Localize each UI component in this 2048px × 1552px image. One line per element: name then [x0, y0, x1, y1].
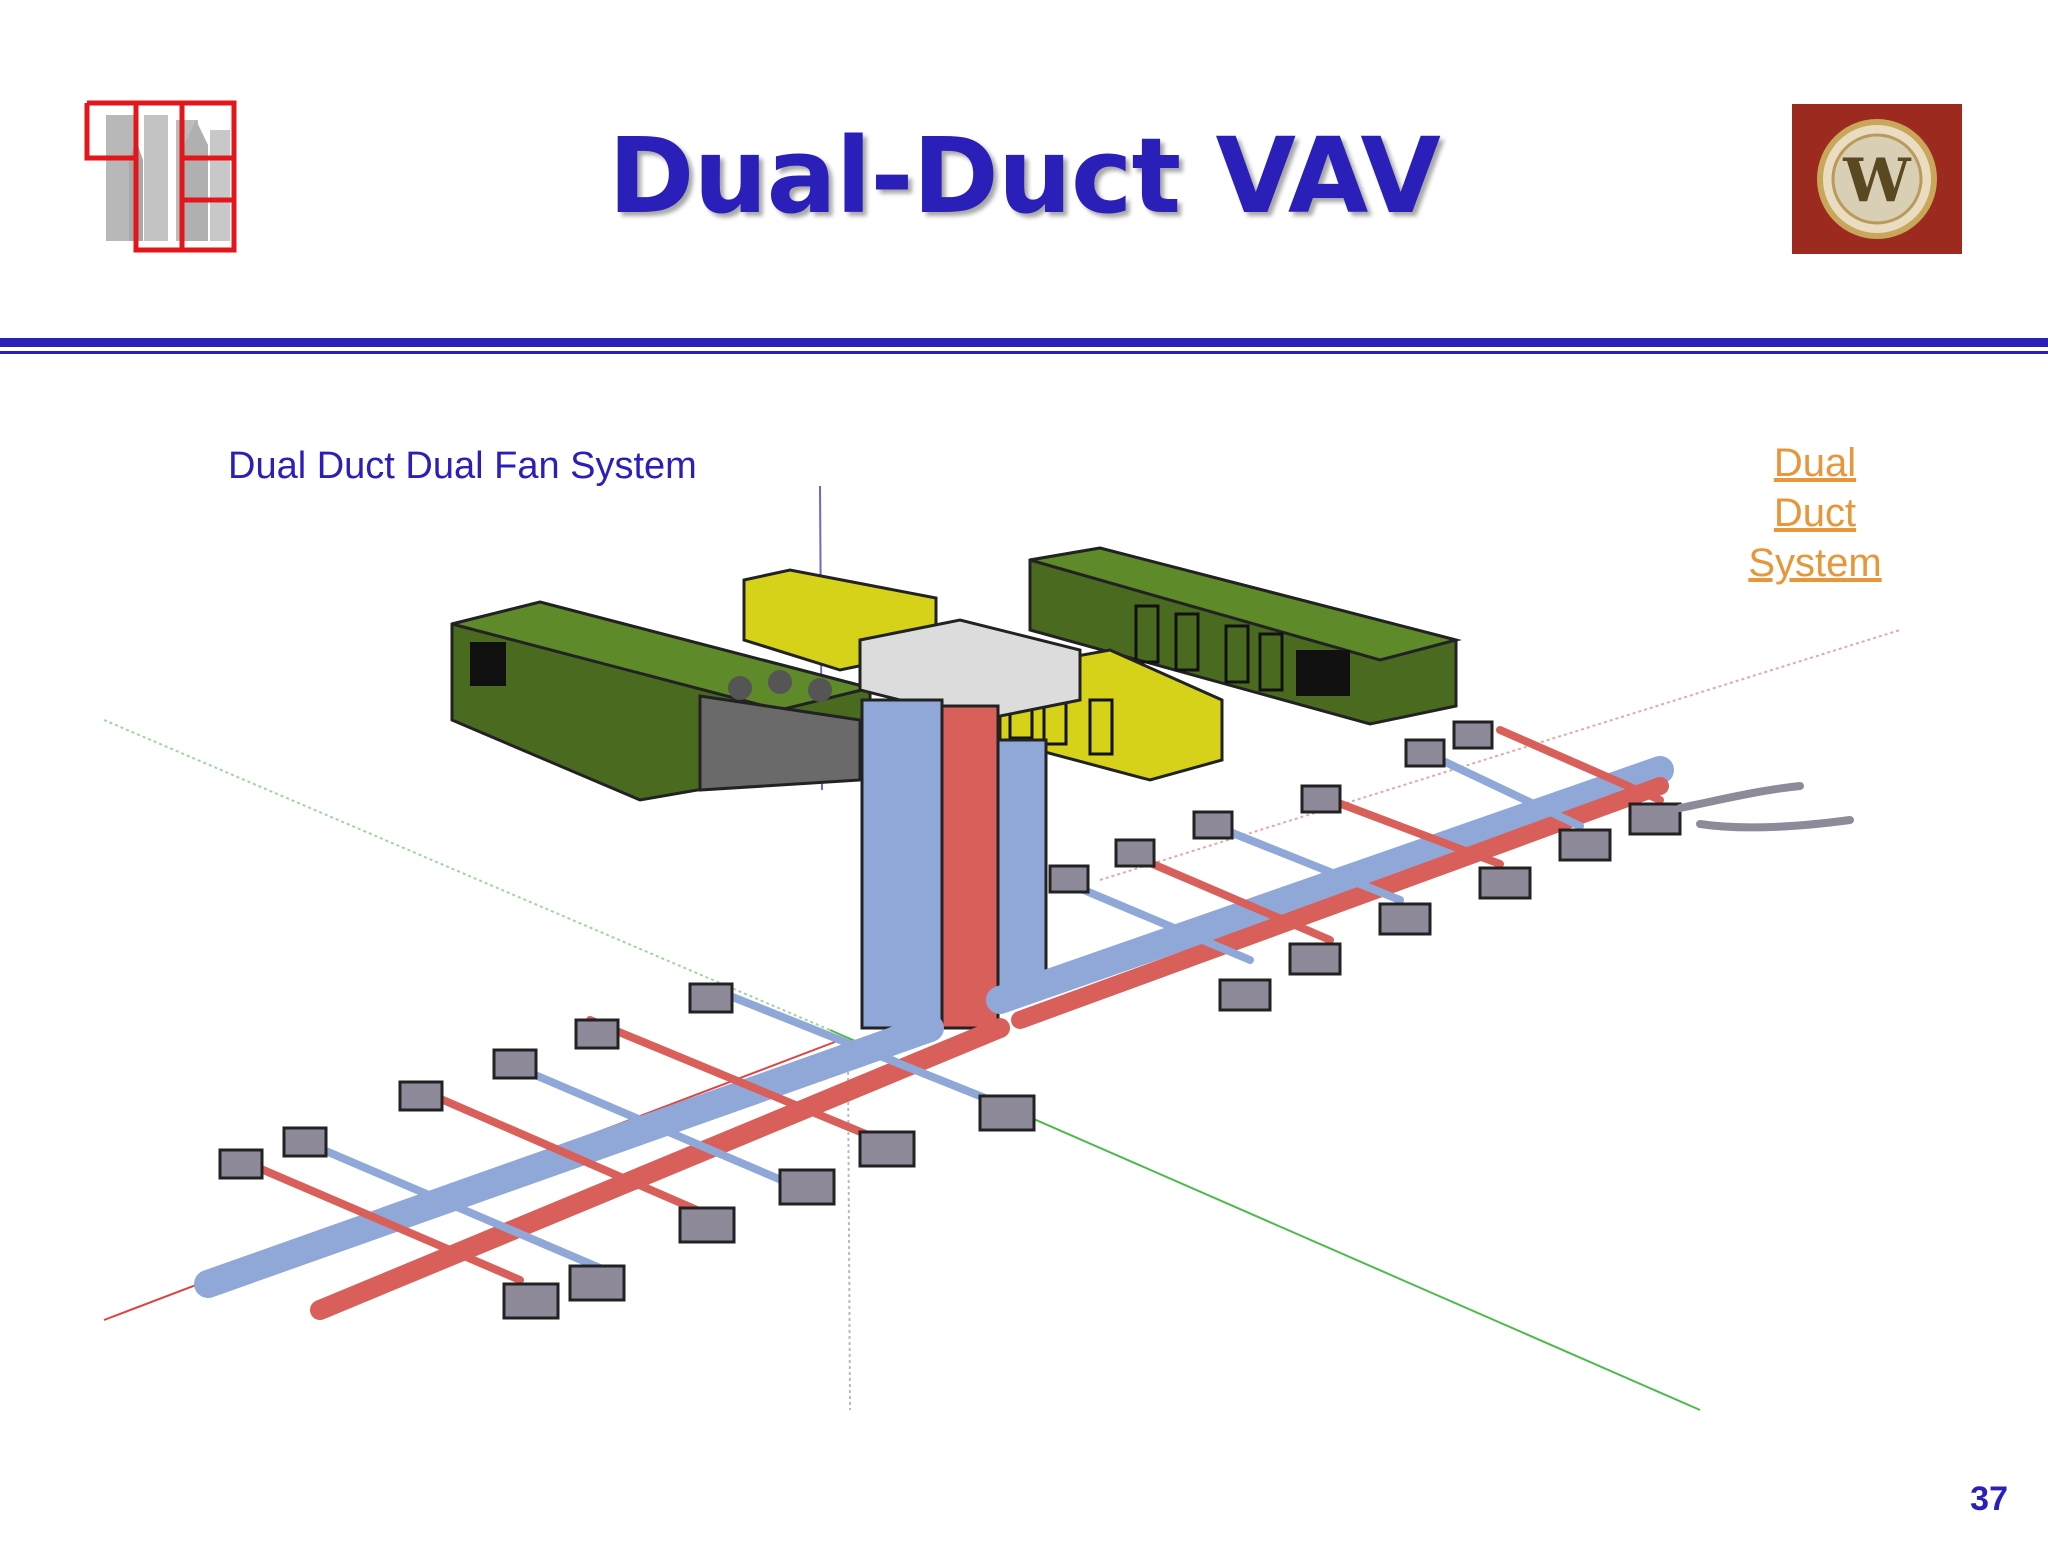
medallion-letter: W [1842, 146, 1912, 216]
link-line-2[interactable]: Duct [1773, 491, 1857, 535]
header-rule [0, 338, 2048, 347]
page-title: Dual-Duct VAV [608, 115, 1441, 237]
page-number: 37 [1970, 1480, 2008, 1518]
dual-duct-system-link[interactable]: Dual Duct System [1700, 438, 1930, 588]
link-line-1[interactable]: Dual [1773, 441, 1857, 485]
diagram-caption: Dual Duct Dual Fan System [228, 445, 697, 487]
medallion-logo-icon: W [1792, 104, 1962, 254]
dual-duct-hvac-diagram-icon [103, 485, 1901, 1411]
link-line-3[interactable]: System [1748, 541, 1882, 585]
city-grid-logo-icon [84, 100, 237, 253]
header-rule-thin [0, 351, 2048, 354]
